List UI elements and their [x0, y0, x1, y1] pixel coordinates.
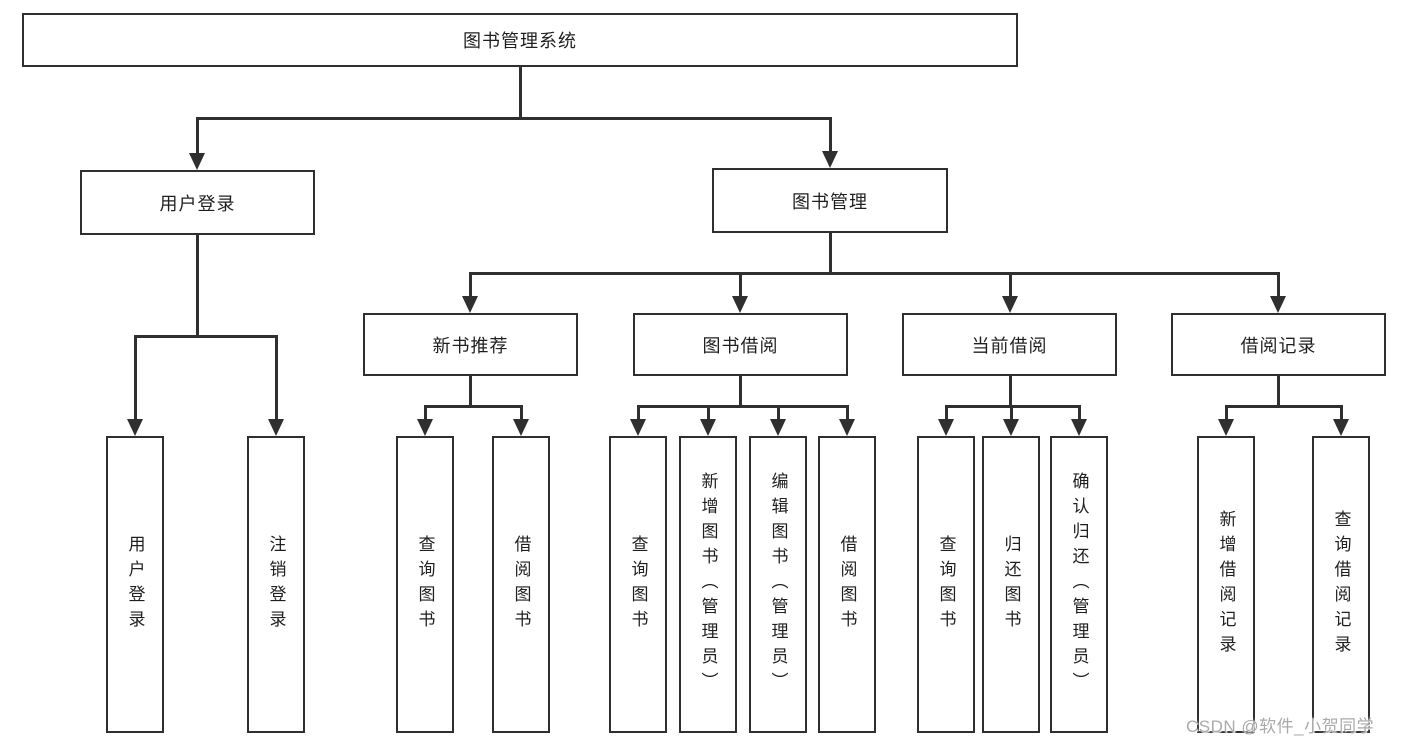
leaf-user-login: 用户登录	[106, 436, 164, 733]
node-label: 新书推荐	[432, 335, 509, 356]
arrowhead	[1071, 419, 1087, 436]
connector-line	[1339, 404, 1343, 421]
leaf-query-borrow-record: 查询借阅记录	[1312, 436, 1370, 733]
node-label: 借阅图书	[511, 534, 531, 635]
arrowhead	[462, 296, 478, 313]
arrowhead	[1002, 296, 1018, 313]
node-label: 当前借阅	[971, 335, 1048, 356]
arrowhead	[268, 419, 284, 436]
node-borrowing-records: 借阅记录	[1171, 313, 1386, 376]
leaf-recommend-borrow-books: 借阅图书	[492, 436, 550, 733]
arrowhead	[189, 153, 205, 170]
node-label: 新增图书（管理员）	[698, 472, 718, 697]
leaf-borrowing-query-books: 查询图书	[609, 436, 667, 733]
node-label: 查询图书	[415, 534, 435, 635]
connector-line	[636, 404, 849, 408]
connector-line	[195, 235, 199, 337]
leaf-logout: 注销登录	[247, 436, 305, 733]
connector-line	[1008, 271, 1012, 298]
arrowhead	[822, 151, 838, 168]
node-label: 用户登录	[125, 534, 145, 635]
arrowhead	[417, 419, 433, 436]
arrowhead	[700, 419, 716, 436]
connector-line	[944, 404, 948, 421]
connector-line	[1224, 404, 1228, 421]
node-label: 借阅记录	[1240, 335, 1317, 356]
leaf-add-borrow-record: 新增借阅记录	[1197, 436, 1255, 733]
connector-line	[828, 233, 832, 274]
connector-line	[738, 271, 742, 298]
node-label: 图书管理	[792, 191, 868, 212]
connector-line	[776, 404, 780, 421]
node-label: 确认归还（管理员）	[1069, 472, 1089, 697]
leaf-return-books: 归还图书	[982, 436, 1040, 733]
connector-line	[845, 404, 849, 421]
connector-line	[468, 271, 1280, 275]
node-label: 图书借阅	[702, 335, 779, 356]
node-label: 查询借阅记录	[1331, 509, 1351, 660]
arrowhead	[127, 419, 143, 436]
connector-line	[944, 404, 1081, 408]
connector-line	[706, 404, 710, 421]
connector-line	[828, 116, 832, 153]
node-label: 图书管理系统	[463, 31, 577, 51]
leaf-borrow-books: 借阅图书	[818, 436, 876, 733]
leaf-recommend-query-books: 查询图书	[396, 436, 454, 733]
connector-line	[1224, 404, 1343, 408]
arrowhead	[1333, 419, 1349, 436]
leaf-add-books-admin: 新增图书（管理员）	[679, 436, 737, 733]
leaf-edit-books-admin: 编辑图书（管理员）	[749, 436, 807, 733]
arrowhead	[839, 419, 855, 436]
node-label: 查询图书	[628, 534, 648, 635]
connector-line	[518, 66, 522, 119]
connector-line	[1009, 404, 1013, 421]
connector-line	[1077, 404, 1081, 421]
arrowhead	[1003, 419, 1019, 436]
node-user-login: 用户登录	[80, 170, 315, 235]
connector-line	[423, 404, 523, 408]
arrowhead	[513, 419, 529, 436]
connector-line	[636, 404, 640, 421]
leaf-current-query-books: 查询图书	[917, 436, 975, 733]
node-library-management-system: 图书管理系统	[22, 13, 1018, 67]
csdn-watermark: CSDN @软件_小贺同学	[1186, 717, 1375, 736]
connector-line	[519, 404, 523, 421]
connector-line	[1276, 271, 1280, 298]
connector-line	[738, 376, 742, 407]
node-label: 新增借阅记录	[1216, 509, 1236, 660]
node-label: 注销登录	[266, 534, 286, 635]
node-label: 归还图书	[1001, 534, 1021, 635]
connector-line	[274, 334, 278, 420]
connector-line	[195, 116, 832, 120]
connector-line	[133, 334, 137, 420]
node-label: 查询图书	[936, 534, 956, 635]
node-current-borrowing: 当前借阅	[902, 313, 1117, 376]
node-new-book-recommend: 新书推荐	[363, 313, 578, 376]
node-label: 用户登录	[159, 193, 236, 214]
connector-line	[1008, 376, 1012, 407]
connector-line	[1276, 376, 1280, 407]
connector-line	[468, 376, 472, 407]
arrowhead	[732, 296, 748, 313]
connector-line	[423, 404, 427, 421]
arrowhead	[1270, 296, 1286, 313]
connector-line	[195, 116, 199, 155]
node-label: 借阅图书	[837, 534, 857, 635]
connector-line	[133, 334, 278, 338]
arrowhead	[938, 419, 954, 436]
node-label: 编辑图书（管理员）	[768, 472, 788, 697]
arrowhead	[1218, 419, 1234, 436]
connector-line	[468, 271, 472, 298]
leaf-confirm-return-admin: 确认归还（管理员）	[1050, 436, 1108, 733]
arrowhead	[630, 419, 646, 436]
node-book-management: 图书管理	[712, 168, 948, 233]
arrowhead	[770, 419, 786, 436]
node-book-borrowing: 图书借阅	[633, 313, 848, 376]
